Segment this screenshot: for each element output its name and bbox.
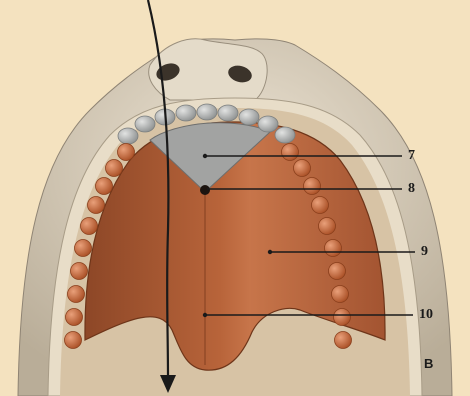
panel-letter: B: [424, 356, 433, 371]
grey-tooth: [239, 109, 259, 125]
side-tooth: [81, 218, 98, 235]
label-8: 8: [408, 182, 415, 196]
side-tooth: [66, 309, 83, 326]
label-10: 10: [419, 308, 433, 322]
side-tooth: [335, 332, 352, 349]
side-tooth: [294, 160, 311, 177]
side-tooth: [96, 178, 113, 195]
incisive-foramen: [200, 185, 210, 195]
side-tooth: [71, 263, 88, 280]
grey-tooth: [197, 104, 217, 120]
label-9: 9: [421, 245, 428, 259]
grey-tooth: [258, 116, 278, 132]
grey-tooth: [176, 105, 196, 121]
side-tooth: [65, 332, 82, 349]
grey-tooth: [275, 127, 295, 143]
side-tooth: [118, 144, 135, 161]
side-tooth: [329, 263, 346, 280]
side-tooth: [312, 197, 329, 214]
grey-tooth: [135, 116, 155, 132]
side-tooth: [332, 286, 349, 303]
grey-tooth: [218, 105, 238, 121]
side-tooth: [75, 240, 92, 257]
side-tooth: [319, 218, 336, 235]
side-tooth: [88, 197, 105, 214]
grey-tooth: [118, 128, 138, 144]
side-tooth: [106, 160, 123, 177]
side-tooth: [282, 144, 299, 161]
side-tooth: [68, 286, 85, 303]
side-tooth: [304, 178, 321, 195]
label-7: 7: [408, 149, 415, 163]
side-tooth: [325, 240, 342, 257]
side-tooth: [334, 309, 351, 326]
